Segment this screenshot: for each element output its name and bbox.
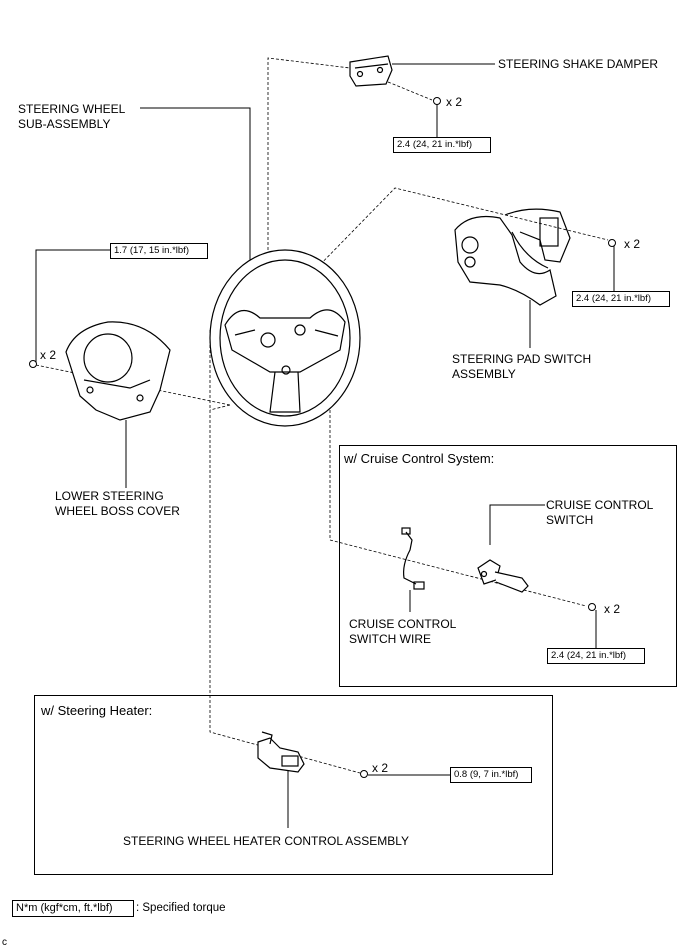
cruise-wire-label-line1: CRUISE CONTROL (349, 617, 457, 631)
boss-cover-label-line1: LOWER STEERING (55, 489, 164, 503)
pad-switch-label-line1: STEERING PAD SWITCH (452, 352, 592, 366)
torque-legend-desc: : Specified torque (136, 902, 226, 914)
steering-heater-box-title: w/ Steering Heater: (41, 703, 153, 718)
cruise-switch-qty: x 2 (604, 602, 621, 616)
pad-switch-qty: x 2 (624, 237, 641, 251)
steering-wheel-label-line1: STEERING WHEEL (18, 102, 126, 116)
lower-boss-cover-part (65, 321, 171, 421)
cruise-switch-label-line2: SWITCH (546, 513, 594, 527)
cruise-control-box-title: w/ Cruise Control System: (344, 451, 495, 466)
boss-cover-label-line2: WHEEL BOSS COVER (55, 504, 180, 518)
cruise-switch-torque: 2.4 (24, 21 in.*lbf) (547, 648, 645, 664)
heater-control-part (257, 731, 305, 773)
steering-shake-damper-label: STEERING SHAKE DAMPER (498, 57, 659, 71)
shake-damper-torque: 2.4 (24, 21 in.*lbf) (393, 137, 491, 153)
heater-control-label: STEERING WHEEL HEATER CONTROL ASSEMBLY (123, 834, 410, 848)
cruise-control-box (339, 445, 677, 687)
steering-pad-switch-part (454, 208, 571, 306)
bolts (29, 97, 616, 778)
cruise-control-switch-part (477, 559, 529, 593)
steering-shake-damper-part (349, 55, 393, 87)
cruise-control-wire-part (401, 527, 425, 590)
cruise-switch-label-line1: CRUISE CONTROL (546, 498, 654, 512)
pad-switch-label-line2: ASSEMBLY (452, 367, 516, 381)
heater-torque: 0.8 (9, 7 in.*lbf) (450, 767, 532, 783)
leader-lines (35, 63, 615, 828)
corner-mark: c (2, 937, 7, 948)
steering-heater-box (34, 695, 553, 875)
pad-switch-torque: 2.4 (24, 21 in.*lbf) (572, 291, 670, 307)
cruise-wire-label-line2: SWITCH WIRE (349, 632, 431, 646)
steering-wheel-label-line2: SUB-ASSEMBLY (18, 117, 111, 131)
torque-legend-unit: N*m (kgf*cm, ft.*lbf) (12, 900, 134, 917)
boss-cover-torque: 1.7 (17, 15 in.*lbf) (110, 243, 208, 259)
heater-qty: x 2 (372, 761, 389, 775)
steering-wheel-part (209, 249, 361, 427)
shake-damper-qty: x 2 (446, 95, 463, 109)
boss-cover-qty: x 2 (40, 348, 57, 362)
